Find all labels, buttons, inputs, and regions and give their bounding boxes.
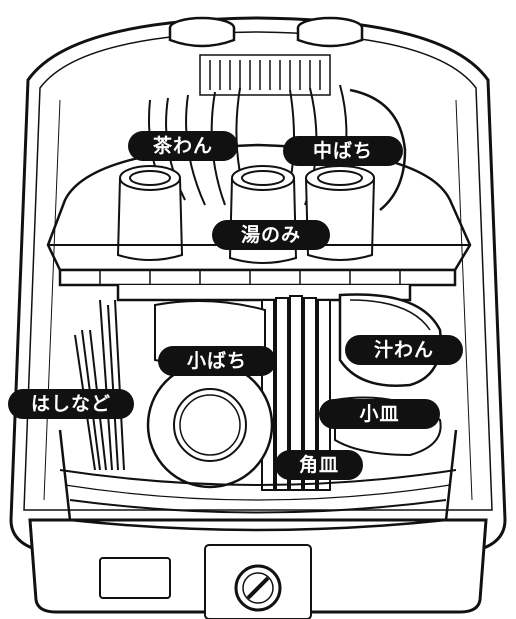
dial-knob-icon	[234, 564, 282, 612]
label-kozara: 小皿	[319, 399, 440, 429]
label-shiruwan: 汁わん	[345, 335, 463, 365]
label-nakabachi: 中ばち	[283, 136, 403, 166]
label-hashinado: はしなど	[8, 389, 134, 419]
label-kobachi: 小ばち	[158, 346, 276, 376]
label-kakuzara: 角皿	[275, 450, 363, 480]
lower-rack	[58, 429, 458, 532]
back-vent	[199, 54, 331, 96]
upper-rack	[46, 143, 472, 302]
top-caps	[168, 16, 364, 48]
label-chawan: 茶わん	[128, 131, 238, 161]
label-yunomi: 湯のみ	[212, 220, 330, 250]
